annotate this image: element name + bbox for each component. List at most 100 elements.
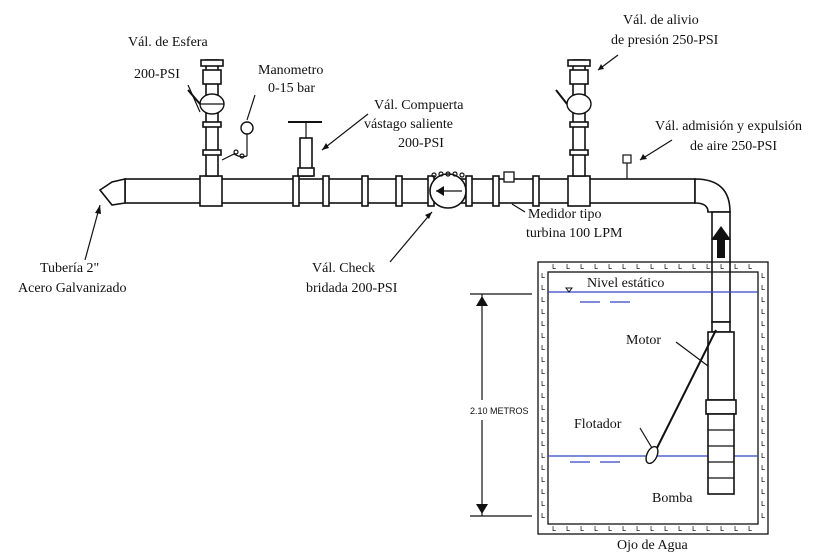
relief-valve-riser <box>555 59 592 177</box>
hatch-mark: L <box>541 404 545 412</box>
hatch-mark: L <box>541 500 545 508</box>
hatch-mark: L <box>608 525 612 533</box>
hatch-mark: L <box>541 356 545 364</box>
flange <box>361 175 369 207</box>
hatch-mark: L <box>761 416 765 424</box>
flange <box>292 175 300 207</box>
label-manometro: Manometro <box>258 63 323 78</box>
label-compuerta-3: 200-PSI <box>398 136 444 151</box>
hatch-mark: L <box>734 525 738 533</box>
hatch-mark: L <box>594 525 598 533</box>
hatch-mark: L <box>761 368 765 376</box>
hatch-mark: L <box>761 320 765 328</box>
hatch-mark: L <box>664 525 668 533</box>
hatch-mark: L <box>541 368 545 376</box>
main-pipe <box>98 177 731 323</box>
label-nivel-estatico: Nivel estático <box>587 276 664 291</box>
hatch-mark: L <box>692 263 696 271</box>
label-alivio-1: Vál. de alivio <box>623 13 699 28</box>
hatch-mark: L <box>761 452 765 460</box>
label-bomba: Bomba <box>652 491 693 506</box>
hatch-mark: L <box>761 500 765 508</box>
label-flotador: Flotador <box>574 417 622 432</box>
hatch-mark: L <box>541 464 545 472</box>
hatch-mark: L <box>566 263 570 271</box>
hatch-mark: L <box>761 428 765 436</box>
hatch-mark: L <box>552 525 556 533</box>
hatch-mark: L <box>761 332 765 340</box>
label-alivio-2: de presión 250-PSI <box>611 33 719 48</box>
hatch-mark: L <box>720 263 724 271</box>
label-manometro-range: 0-15 bar <box>268 81 315 96</box>
flow-up-arrow-icon <box>711 226 731 258</box>
pump-body <box>707 413 735 495</box>
hatch-mark: L <box>541 332 545 340</box>
label-admision-1: Vál. admisión y expulsión <box>655 119 802 134</box>
hatch-mark: L <box>650 525 654 533</box>
hatch-mark: L <box>580 263 584 271</box>
hatch-mark: L <box>761 356 765 364</box>
hatch-mark: L <box>761 284 765 292</box>
hatch-mark: L <box>761 464 765 472</box>
label-medidor-2: turbina 100 LPM <box>526 226 623 241</box>
float-switch <box>645 445 659 465</box>
hatch-mark: L <box>541 344 545 352</box>
hatch-mark: L <box>541 428 545 436</box>
label-check-2: bridada 200-PSI <box>306 281 398 296</box>
hatch-mark: L <box>552 263 556 271</box>
hatch-mark: L <box>761 404 765 412</box>
flange <box>492 175 500 207</box>
hatch-mark: L <box>622 263 626 271</box>
hatch-mark: L <box>622 525 626 533</box>
label-valv-esfera-psi: 200-PSI <box>134 67 180 82</box>
hatch-mark: L <box>720 525 724 533</box>
pump-assembly <box>645 321 737 495</box>
outlet-elbow <box>694 178 731 213</box>
label-compuerta-1: Vál. Compuerta <box>374 98 464 113</box>
motor <box>707 331 735 401</box>
label-tuberia-1: Tubería 2" <box>40 261 99 276</box>
hatch-mark: L <box>566 525 570 533</box>
hatch-mark: L <box>636 525 640 533</box>
hatch-mark: L <box>541 392 545 400</box>
label-compuerta-2: vástago saliente <box>364 117 453 132</box>
label-check-1: Vál. Check <box>312 261 375 276</box>
label-medidor-1: Medidor tipo <box>528 207 602 222</box>
label-metros: 2.10 METROS <box>470 406 529 416</box>
hatch-mark: L <box>748 263 752 271</box>
hatch-mark: L <box>664 263 668 271</box>
hatch-mark: L <box>761 296 765 304</box>
hatch-mark: L <box>678 263 682 271</box>
check-valve <box>429 171 467 209</box>
hatch-mark: L <box>761 308 765 316</box>
label-valv-esfera: Vál. de Esfera <box>128 35 208 50</box>
hatch-mark: L <box>761 392 765 400</box>
gate-valve <box>288 121 322 177</box>
hatch-mark: L <box>594 263 598 271</box>
hatch-mark: L <box>541 296 545 304</box>
inlet-elbow <box>98 177 126 206</box>
hatch-mark: L <box>761 476 765 484</box>
tee-fitting <box>199 175 223 207</box>
hatch-mark: L <box>541 272 545 280</box>
hatch-mark: L <box>541 416 545 424</box>
label-tuberia-2: Acero Galvanizado <box>18 281 126 296</box>
hatch-mark: L <box>580 525 584 533</box>
hatch-mark: L <box>650 263 654 271</box>
flow-left-arrow-icon <box>436 186 444 196</box>
hatch-mark: L <box>541 452 545 460</box>
hatch-mark: L <box>761 380 765 388</box>
hatch-mark: L <box>541 380 545 388</box>
manometer <box>221 121 254 161</box>
height-dimension <box>470 293 532 517</box>
hatch-mark: L <box>761 488 765 496</box>
hatch-mark: L <box>734 263 738 271</box>
hatch-mark: L <box>761 272 765 280</box>
flow-meter <box>503 171 515 183</box>
hatch-mark: L <box>761 440 765 448</box>
flange <box>395 175 403 207</box>
ball-valve-riser <box>187 59 225 177</box>
